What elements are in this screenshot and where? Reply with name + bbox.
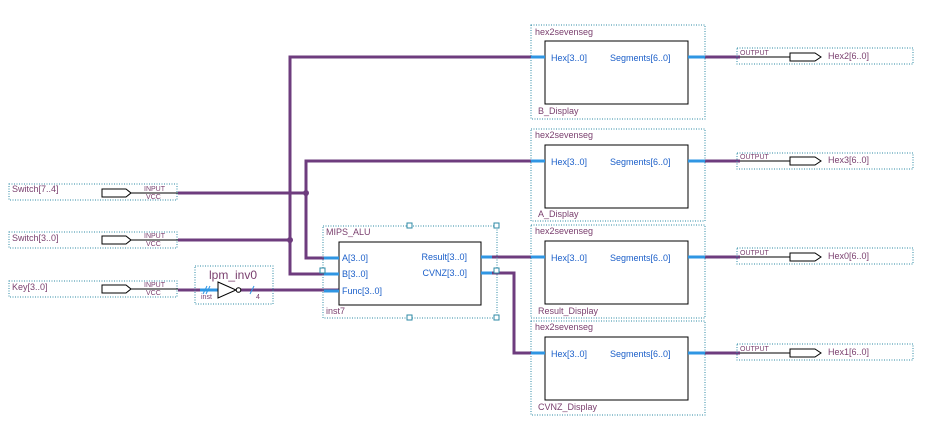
- selection-handle[interactable]: [319, 267, 326, 274]
- output-pin-hex0[interactable]: OUTPUT Hex0[6..0]: [736, 247, 914, 265]
- bus-cvnz[interactable]: [490, 271, 534, 355]
- bus-switch-lo[interactable]: [178, 238, 339, 276]
- output-pin-label: Hex1[6..0]: [828, 347, 869, 357]
- input-pin-label: Switch[3..0]: [12, 233, 59, 243]
- decoder-port-out: Segments[6..0]: [610, 349, 671, 359]
- alu-port-result: Result[3..0]: [421, 252, 467, 262]
- bus-b-display[interactable]: [288, 55, 534, 240]
- selection-handle[interactable]: [493, 267, 500, 274]
- alu-port-cvnz: CVNZ[3..0]: [422, 268, 467, 278]
- alu-inst-label: inst7: [326, 306, 345, 316]
- output-pin-hex1[interactable]: OUTPUT Hex1[6..0]: [736, 343, 914, 361]
- input-pin-switch-hi[interactable]: Switch[7..4] INPUT VCC: [8, 183, 178, 201]
- inverter-inst-label: inst: [201, 294, 212, 301]
- decoder-result-display[interactable]: hex2sevenseg Hex[3..0] Segments[6..0] Re…: [530, 224, 706, 319]
- output-type-label: OUTPUT: [740, 250, 770, 257]
- decoder-inst-label: Result_Display: [538, 306, 599, 316]
- output-pin-arrow-icon: [789, 348, 822, 358]
- bus-width-slash-icon: [202, 285, 211, 295]
- decoder-cvnz-display[interactable]: hex2sevenseg Hex[3..0] Segments[6..0] CV…: [530, 320, 706, 416]
- vcc-label: VCC: [146, 290, 161, 297]
- junction-dot: [303, 190, 309, 196]
- selection-handle[interactable]: [493, 314, 500, 321]
- selection-handle[interactable]: [406, 222, 413, 229]
- input-pin-key[interactable]: Key[3..0] INPUT VCC: [8, 280, 178, 298]
- alu-port-func: Func[3..0]: [342, 286, 382, 296]
- inverter-triangle-icon: [217, 281, 238, 299]
- inverter-bubble-icon: [235, 287, 242, 293]
- output-pin-label: Hex0[6..0]: [828, 251, 869, 261]
- bus-switch-hi[interactable]: [178, 191, 339, 260]
- bus-a-display[interactable]: [304, 159, 534, 193]
- decoder-type-label: hex2sevenseg: [535, 226, 593, 236]
- input-pin-switch-lo[interactable]: Switch[3..0] INPUT VCC: [8, 231, 178, 249]
- input-pin-arrow-icon: [101, 188, 132, 198]
- alu-body: [338, 241, 482, 306]
- output-type-label: OUTPUT: [740, 346, 770, 353]
- input-pin-arrow-icon: [101, 235, 132, 245]
- output-type-label: OUTPUT: [740, 154, 770, 161]
- decoder-type-label: hex2sevenseg: [535, 27, 593, 37]
- decoder-inst-label: B_Display: [538, 106, 579, 116]
- input-pin-label: Switch[7..4]: [12, 184, 59, 194]
- output-pin-hex3[interactable]: OUTPUT Hex3[6..0]: [736, 152, 914, 170]
- input-type-label: INPUT: [144, 233, 166, 240]
- inverter-title: lpm_inv0: [209, 268, 257, 282]
- decoder-inst-label: CVNZ_Display: [538, 402, 598, 412]
- decoder-port-in: Hex[3..0]: [551, 349, 587, 359]
- decoder-port-in: Hex[3..0]: [551, 253, 587, 263]
- alu-block[interactable]: MIPS_ALU A[3..0] B[3..0] Func[3..0] Resu…: [319, 222, 500, 321]
- decoder-inst-label: A_Display: [538, 209, 579, 219]
- output-pin-label: Hex3[6..0]: [828, 155, 869, 165]
- alu-port-b: B[3..0]: [342, 269, 368, 279]
- decoder-port-in: Hex[3..0]: [551, 157, 587, 167]
- output-pin-label: Hex2[6..0]: [828, 51, 869, 61]
- selection-handle[interactable]: [493, 222, 500, 229]
- input-pin-arrow-icon: [101, 284, 132, 294]
- output-pin-arrow-icon: [789, 252, 822, 262]
- input-type-label: INPUT: [144, 186, 166, 193]
- output-pin-arrow-icon: [789, 52, 822, 62]
- alu-title: MIPS_ALU: [326, 227, 371, 237]
- decoder-type-label: hex2sevenseg: [535, 322, 593, 332]
- selection-handle[interactable]: [406, 314, 413, 321]
- alu-port-a: A[3..0]: [342, 253, 368, 263]
- junction-dot: [287, 237, 293, 243]
- inverter-width-label: 4: [256, 294, 260, 301]
- input-pin-label: Key[3..0]: [12, 282, 48, 292]
- inverter-block[interactable]: lpm_inv0 inst 4: [194, 265, 274, 305]
- output-type-label: OUTPUT: [740, 50, 770, 57]
- decoder-b-display[interactable]: hex2sevenseg Hex[3..0] Segments[6..0] B_…: [530, 24, 706, 120]
- decoder-port-in: Hex[3..0]: [551, 53, 587, 63]
- output-pin-hex2[interactable]: OUTPUT Hex2[6..0]: [736, 47, 914, 65]
- decoder-a-display[interactable]: hex2sevenseg Hex[3..0] Segments[6..0] A_…: [530, 128, 706, 222]
- output-pin-arrow-icon: [789, 156, 822, 166]
- input-type-label: INPUT: [144, 282, 166, 289]
- decoder-port-out: Segments[6..0]: [610, 53, 671, 63]
- bus-width-slash-icon: [249, 285, 255, 295]
- decoder-port-out: Segments[6..0]: [610, 253, 671, 263]
- decoder-port-out: Segments[6..0]: [610, 157, 671, 167]
- vcc-label: VCC: [146, 194, 161, 201]
- decoder-type-label: hex2sevenseg: [535, 130, 593, 140]
- vcc-label: VCC: [146, 241, 161, 248]
